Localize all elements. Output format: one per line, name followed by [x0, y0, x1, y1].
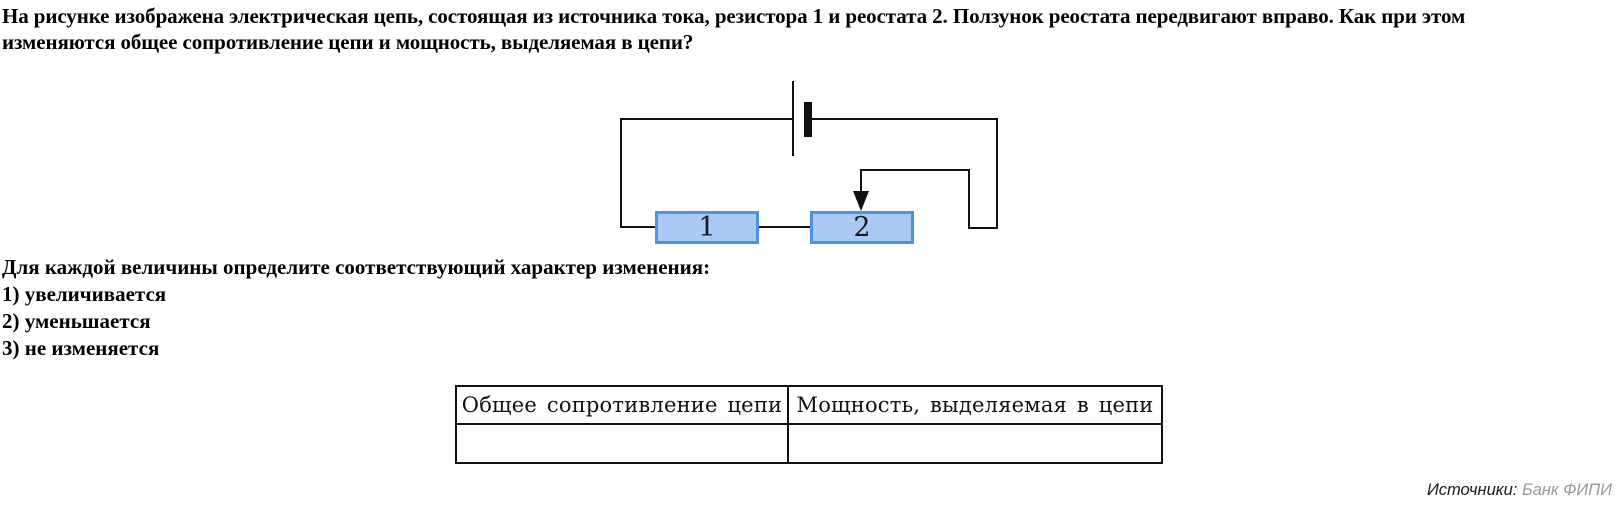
task-prompt: Для каждой величины определите соответст…: [2, 255, 711, 279]
wire-wiper-horizontal: [860, 169, 970, 171]
resistor-1-box: 1: [655, 211, 759, 244]
wire-wiper-bottom: [968, 227, 998, 229]
wire-right-vertical: [996, 118, 998, 229]
wire-left-vertical: [620, 118, 622, 228]
wire-bottom-left: [620, 226, 658, 228]
table-answer-row: [455, 423, 1163, 464]
rheostat-2-box: 2: [810, 211, 914, 244]
battery-negative-plate: [804, 102, 812, 137]
rheostat-wiper-arrow-icon: [853, 191, 869, 211]
resistor-1-label: 1: [698, 212, 716, 243]
question-line-1: На рисунке изображена электрическая цепь…: [2, 4, 1466, 28]
table-header-row: Общее сопротивление цепи Мощность, выдел…: [455, 385, 1163, 425]
option-3: 3) не изменяется: [2, 336, 160, 360]
header-cell-resistance: Общее сопротивление цепи: [455, 385, 789, 425]
task-block: Для каждой величины определите соответст…: [2, 254, 710, 362]
answer-cell-resistance[interactable]: [455, 423, 789, 464]
wire-top-right: [812, 118, 998, 120]
wire-between-components: [755, 226, 813, 228]
source-link[interactable]: Банк ФИПИ: [1521, 481, 1612, 499]
source-attribution: Источники: Банк ФИПИ: [1427, 481, 1612, 500]
header-cell-power: Мощность, выделяемая в цепи: [787, 385, 1163, 425]
option-1: 1) увеличивается: [2, 282, 167, 306]
wire-top-left: [621, 118, 792, 120]
wire-wiper-down: [968, 169, 970, 229]
battery-positive-plate: [792, 81, 794, 156]
question-text: На рисунке изображена электрическая цепь…: [2, 3, 1465, 55]
rheostat-2-label: 2: [853, 212, 871, 243]
answer-cell-power[interactable]: [787, 423, 1163, 464]
answer-table: Общее сопротивление цепи Мощность, выдел…: [455, 385, 1163, 464]
option-2: 2) уменьшается: [2, 309, 151, 333]
question-line-2: изменяются общее сопротивление цепи и мо…: [2, 30, 694, 54]
wire-wiper-vertical: [860, 169, 862, 195]
source-label: Источники:: [1426, 481, 1518, 499]
